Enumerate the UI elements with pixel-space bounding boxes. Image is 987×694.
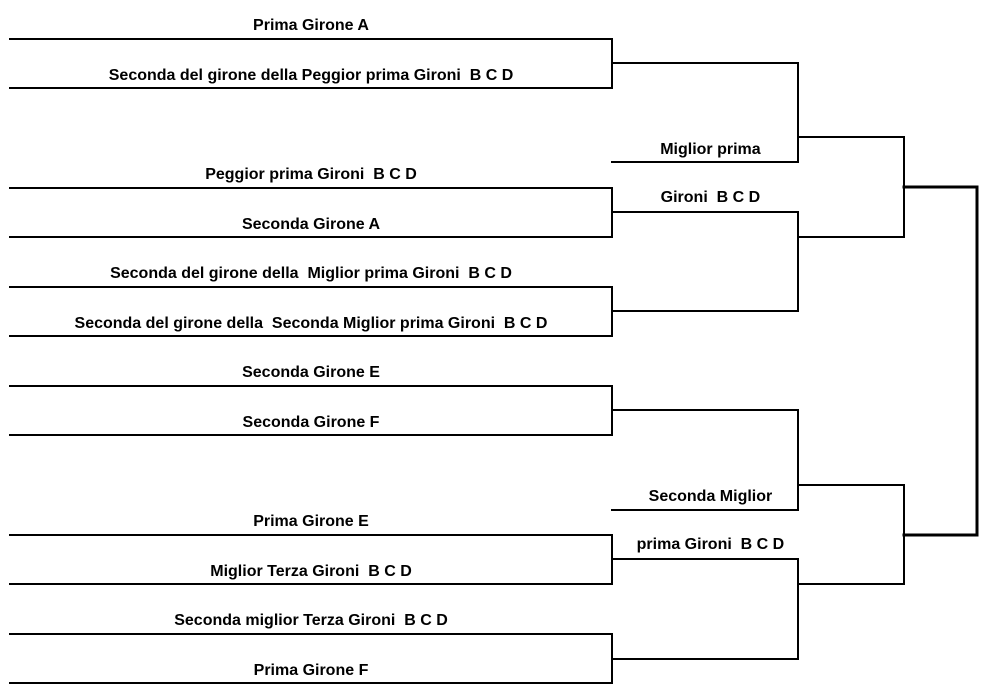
r3-match-1-bracket [797,136,905,238]
bye-lines [611,161,799,511]
r2-match-4-bracket [611,558,799,660]
entry-label-9: Prima Girone E [253,513,369,530]
entry-label-4: Seconda Girone A [241,216,381,233]
entry-label-2: Seconda del girone della Peggior prima G… [108,67,514,84]
final-bracket [902,185,979,537]
r3-match-2-bracket [797,484,905,585]
bye-label-2-line-1: Seconda Miglior [648,488,773,505]
round-2-matches [611,62,799,660]
entry-label-10: Miglior Terza Gironi B C D [210,563,412,580]
round-3-matches [797,136,905,585]
bye-label-2-line-2: prima Gironi B C D [636,536,785,553]
round-1-matches [9,38,613,684]
bye-label-2: Seconda Miglior prima Gironi B C D [628,461,785,557]
r2-match-1-bracket [611,62,799,163]
entry-label-5: Seconda del girone della Miglior prima G… [110,265,512,282]
r2-match-2-bracket [611,211,799,312]
entry-label-7: Seconda Girone E [242,364,380,381]
entry-label-6: Seconda del girone della Seconda Miglior… [74,315,548,332]
bye-label-1-line-1: Miglior prima [660,141,761,158]
entry-label-12: Prima Girone F [253,662,369,679]
entry-label-3: Peggior prima Gironi B C D [205,166,417,183]
entry-label-1: Prima Girone A [253,17,369,34]
bye-label-1-line-2: Gironi B C D [660,189,761,206]
entry-label-8: Seconda Girone F [242,414,380,431]
r2-match-3-bracket [611,409,799,511]
entry-label-11: Seconda miglior Terza Gironi B C D [174,612,448,629]
bye-label-1: Miglior prima Gironi B C D [651,114,760,210]
